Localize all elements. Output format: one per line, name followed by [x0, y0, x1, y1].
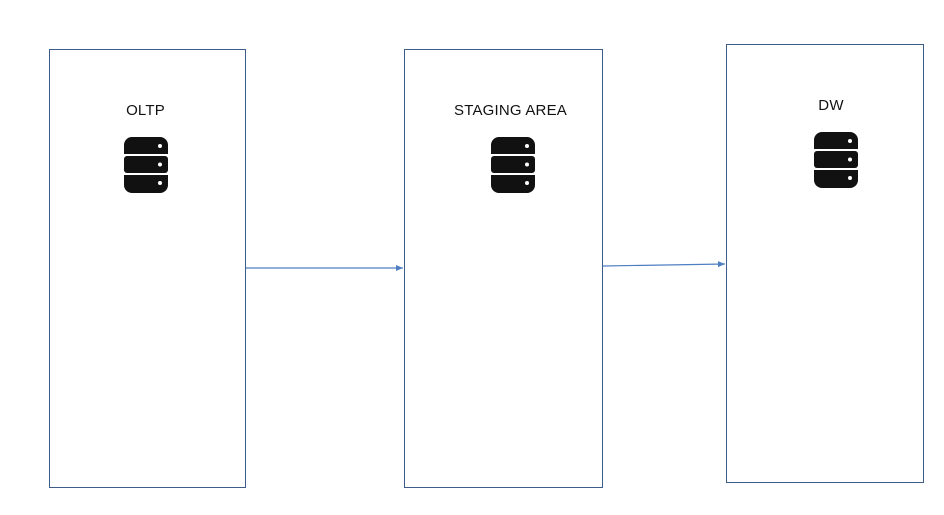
database-icon: [814, 132, 858, 188]
staging-area-title: STAGING AREA: [454, 102, 567, 119]
database-icon: [490, 137, 535, 193]
arrow-staging-to-dw: [602, 261, 726, 268]
oltp-title: OLTP: [126, 102, 165, 119]
oltp-box: OLTP: [49, 49, 246, 488]
dw-title: DW: [818, 97, 844, 114]
database-icon: [123, 137, 168, 193]
dw-box: DW: [726, 44, 924, 483]
staging-area-box: STAGING AREA: [404, 49, 603, 488]
